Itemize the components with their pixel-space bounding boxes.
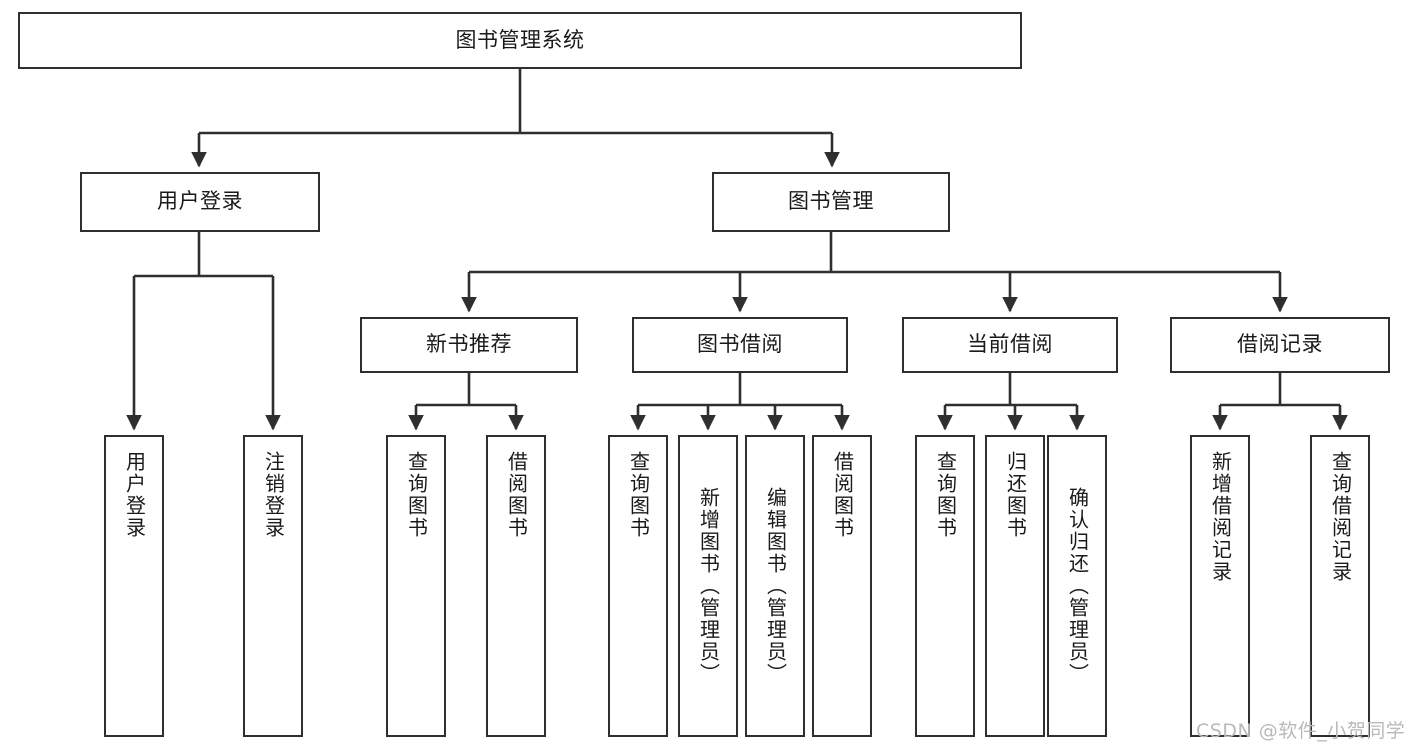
node-root[interactable]: 图书管理系统 <box>18 12 1022 69</box>
node-new-book-rec[interactable]: 新书推荐 <box>360 317 578 373</box>
node-leaf-query-book-3-label: 查询图书 <box>933 451 958 539</box>
node-leaf-return-book-label: 归还图书 <box>1003 451 1028 539</box>
node-leaf-query-book-1-label: 查询图书 <box>404 451 429 539</box>
node-leaf-query-book-1[interactable]: 查询图书 <box>386 435 446 737</box>
node-book-borrow-label: 图书借阅 <box>697 332 783 357</box>
node-leaf-confirm-return[interactable]: 确认归还（管理员） <box>1047 435 1107 737</box>
node-leaf-query-book-2-label: 查询图书 <box>626 451 651 539</box>
node-leaf-add-book[interactable]: 新增图书（管理员） <box>678 435 738 737</box>
node-leaf-borrow-book-2[interactable]: 借阅图书 <box>812 435 872 737</box>
node-leaf-borrow-book-1[interactable]: 借阅图书 <box>486 435 546 737</box>
node-leaf-add-record-label: 新增借阅记录 <box>1208 451 1233 583</box>
node-leaf-edit-book-label: 编辑图书（管理员） <box>763 487 788 685</box>
csdn-watermark: CSDN @软件_小贺同学 <box>1196 720 1405 742</box>
node-root-label: 图书管理系统 <box>455 27 585 52</box>
node-user-login[interactable]: 用户登录 <box>80 172 320 232</box>
node-leaf-logout-label: 注销登录 <box>261 451 286 539</box>
node-leaf-query-record[interactable]: 查询借阅记录 <box>1310 435 1370 737</box>
node-leaf-edit-book[interactable]: 编辑图书（管理员） <box>745 435 805 737</box>
node-leaf-borrow-book-1-label: 借阅图书 <box>504 451 529 539</box>
node-leaf-confirm-return-label: 确认归还（管理员） <box>1065 487 1090 685</box>
node-user-login-label: 用户登录 <box>157 189 243 214</box>
node-book-borrow[interactable]: 图书借阅 <box>632 317 848 373</box>
node-leaf-logout[interactable]: 注销登录 <box>243 435 303 737</box>
node-leaf-user-login-label: 用户登录 <box>122 451 147 539</box>
node-current-borrow[interactable]: 当前借阅 <box>902 317 1118 373</box>
node-leaf-borrow-book-2-label: 借阅图书 <box>830 451 855 539</box>
node-leaf-add-record[interactable]: 新增借阅记录 <box>1190 435 1250 737</box>
node-current-borrow-label: 当前借阅 <box>967 332 1053 357</box>
node-leaf-return-book[interactable]: 归还图书 <box>985 435 1045 737</box>
node-leaf-query-book-2[interactable]: 查询图书 <box>608 435 668 737</box>
node-borrow-record-label: 借阅记录 <box>1237 332 1323 357</box>
node-book-mgmt-label: 图书管理 <box>788 189 874 214</box>
node-new-book-rec-label: 新书推荐 <box>426 332 512 357</box>
node-leaf-add-book-label: 新增图书（管理员） <box>696 487 721 685</box>
node-leaf-user-login[interactable]: 用户登录 <box>104 435 164 737</box>
node-leaf-query-record-label: 查询借阅记录 <box>1328 451 1353 583</box>
node-leaf-query-book-3[interactable]: 查询图书 <box>915 435 975 737</box>
node-borrow-record[interactable]: 借阅记录 <box>1170 317 1390 373</box>
node-book-mgmt[interactable]: 图书管理 <box>712 172 950 232</box>
